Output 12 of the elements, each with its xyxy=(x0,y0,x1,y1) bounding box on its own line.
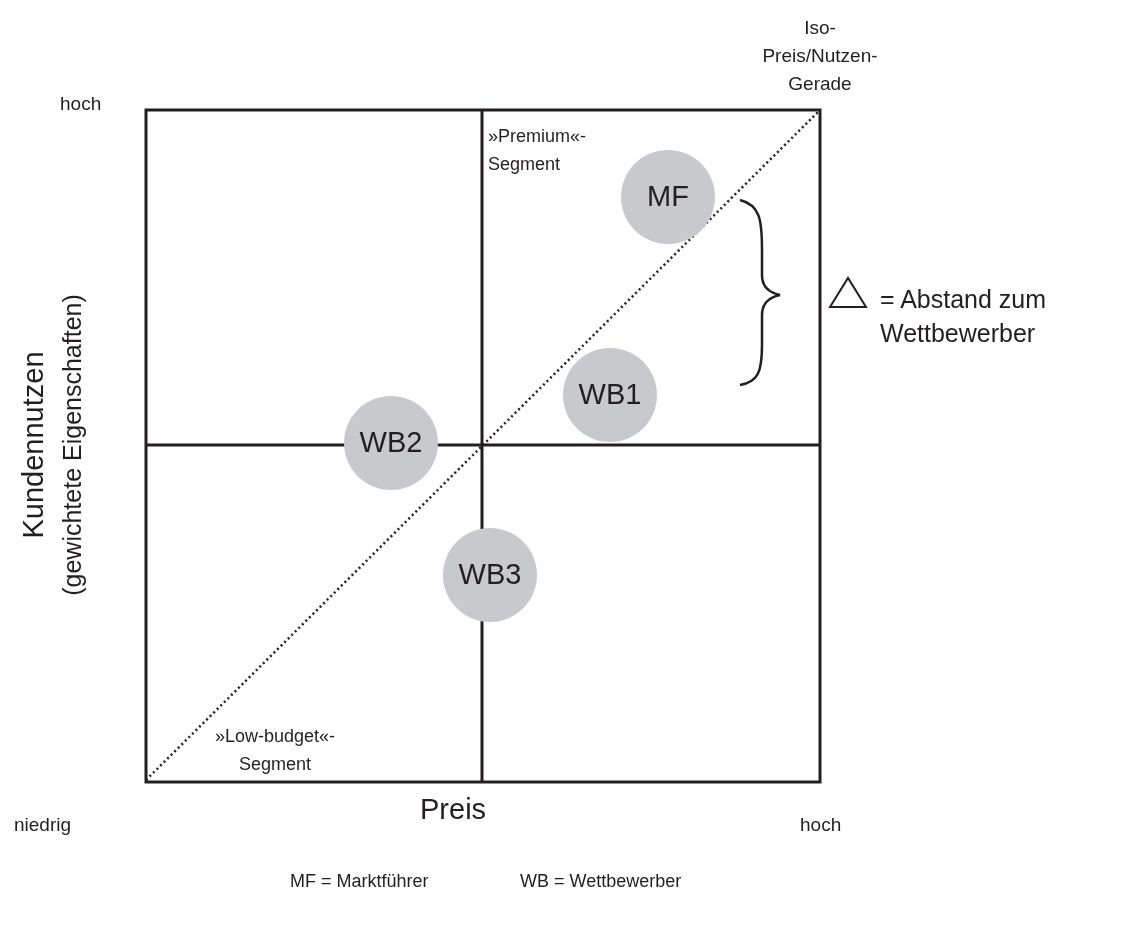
legend-text: WB = Wettbewerber xyxy=(520,870,683,893)
legend-text: MF = Marktführer xyxy=(290,870,430,893)
y-axis-subtitle: (gewichtete Eigenschaften) xyxy=(57,293,87,598)
segment-label: »Low-budget«- Segment xyxy=(213,725,337,776)
line-label: Iso- Preis/Nutzen- Gerade xyxy=(761,16,879,96)
delta-legend-text: = Abstand zum Wettbewerber xyxy=(880,284,1048,349)
y-axis-title: Kundennutzen xyxy=(16,350,48,541)
axis-max-label: hoch xyxy=(60,92,103,116)
segment-label: »Premium«- Segment xyxy=(488,125,588,176)
axis-min-label: niedrig xyxy=(14,813,73,837)
axis-max-label: hoch xyxy=(800,813,843,837)
x-axis-title: Preis xyxy=(420,792,488,827)
